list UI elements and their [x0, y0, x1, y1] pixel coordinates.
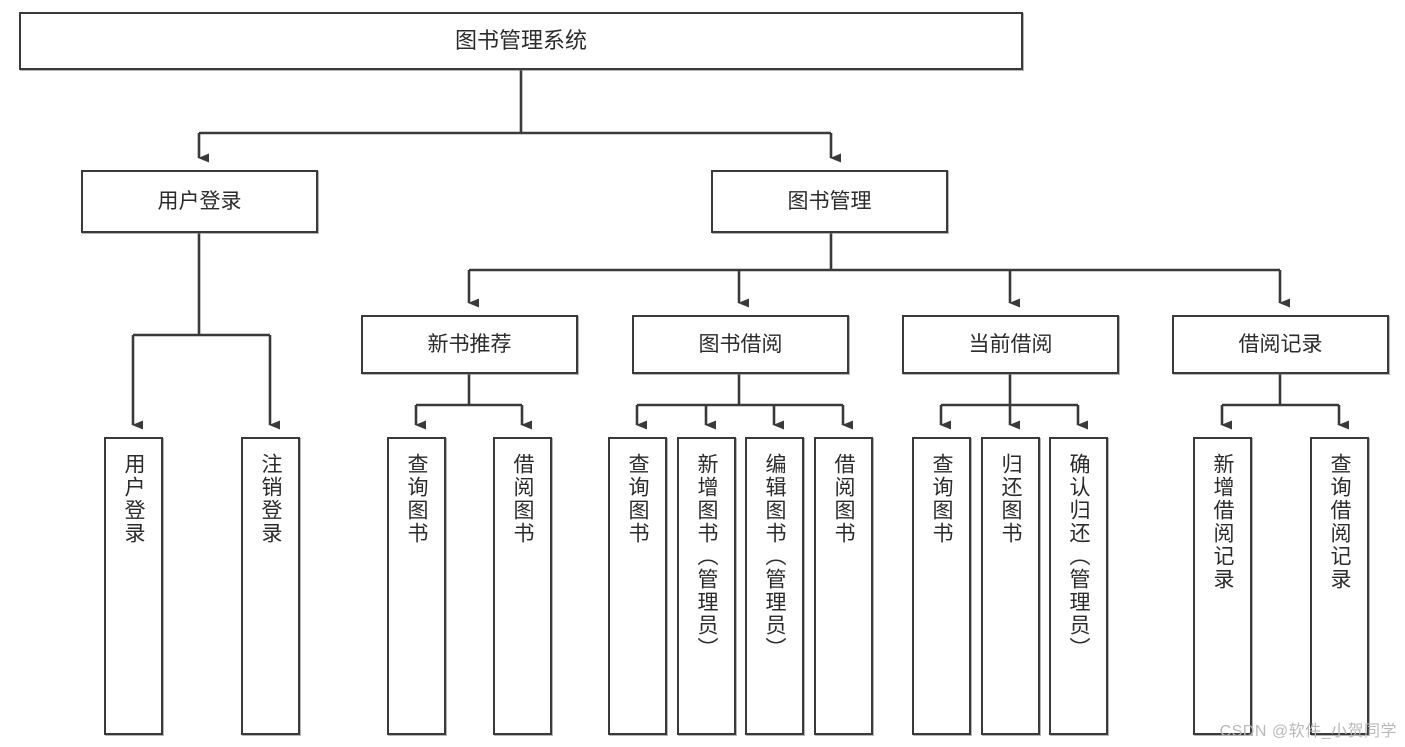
leaf-recommend-borrow-book[interactable]: 借阅图书 [493, 437, 552, 735]
node-book-management[interactable]: 图书管理 [711, 170, 948, 233]
node-label: 查询借阅记录 [1328, 453, 1351, 591]
node-label: 借阅记录 [1238, 332, 1323, 356]
leaf-logout[interactable]: 注销登录 [241, 437, 300, 735]
node-label: 查询图书 [930, 453, 953, 545]
leaf-current-confirm-return-admin[interactable]: 确认归还（管理员） [1049, 437, 1108, 735]
node-label: 图书管理系统 [454, 27, 587, 53]
node-label: 图书借阅 [698, 332, 783, 356]
node-label: 图书管理 [787, 189, 872, 213]
leaf-record-query[interactable]: 查询借阅记录 [1310, 437, 1369, 735]
node-label: 确认归还（管理员） [1067, 453, 1090, 660]
node-label: 查询图书 [405, 453, 428, 545]
node-label: 归还图书 [999, 453, 1022, 545]
node-book-borrow[interactable]: 图书借阅 [632, 315, 849, 374]
leaf-user-login[interactable]: 用户登录 [104, 437, 163, 735]
csdn-watermark: CSDN @软件_小贺同学 [1219, 723, 1397, 740]
leaf-borrow-add-book-admin[interactable]: 新增图书（管理员） [677, 437, 736, 735]
node-user-login[interactable]: 用户登录 [81, 170, 318, 233]
leaf-borrow-borrow-book[interactable]: 借阅图书 [814, 437, 873, 735]
node-root-system[interactable]: 图书管理系统 [19, 12, 1023, 70]
node-new-book-recommend[interactable]: 新书推荐 [361, 315, 578, 374]
node-label: 新书推荐 [427, 332, 512, 356]
leaf-current-query-book[interactable]: 查询图书 [912, 437, 971, 735]
node-label: 新增图书（管理员） [695, 453, 718, 660]
node-label: 编辑图书（管理员） [763, 453, 786, 660]
node-label: 借阅图书 [511, 453, 534, 545]
leaf-borrow-edit-book-admin[interactable]: 编辑图书（管理员） [745, 437, 804, 735]
node-label: 当前借阅 [968, 332, 1053, 356]
node-label: 借阅图书 [832, 453, 855, 545]
node-current-borrow[interactable]: 当前借阅 [902, 315, 1119, 374]
node-borrow-record[interactable]: 借阅记录 [1172, 315, 1389, 374]
leaf-record-add[interactable]: 新增借阅记录 [1193, 437, 1252, 735]
node-label: 新增借阅记录 [1211, 453, 1234, 591]
leaf-current-return-book[interactable]: 归还图书 [981, 437, 1040, 735]
node-label: 注销登录 [259, 453, 282, 545]
leaf-recommend-query-book[interactable]: 查询图书 [387, 437, 446, 735]
node-label: 用户登录 [157, 189, 242, 213]
node-label: 查询图书 [626, 453, 649, 545]
leaf-borrow-query-book[interactable]: 查询图书 [608, 437, 667, 735]
node-label: 用户登录 [122, 453, 145, 545]
